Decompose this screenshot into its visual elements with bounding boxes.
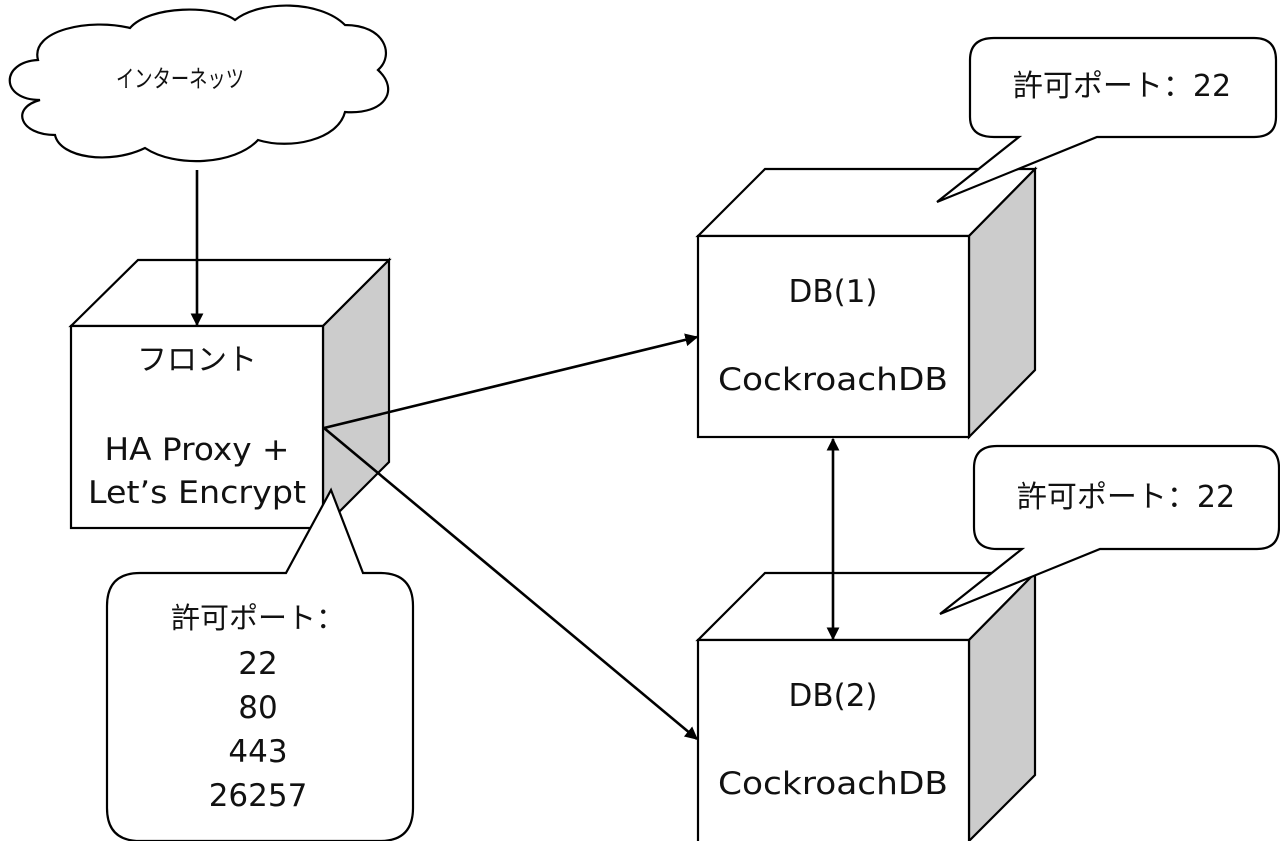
front-port-3: 26257 [209,778,308,814]
front-line2: Let’s Encrypt [88,475,306,511]
db2-ports-callout: 許可ポート：22 [939,444,1280,616]
db1-cube-face [696,234,971,439]
db2-server: DB(2) CockroachDB [695,570,1038,841]
edge-front-to-db1 [323,333,699,430]
db2-callout-text: 許可ポート：22 [1017,480,1235,515]
cloud-icon [8,4,390,163]
db1-title: DB(1) [788,274,877,310]
db2-cube-face [696,638,971,841]
db1-subtitle: CockroachDB [718,362,948,398]
db1-callout-text: 許可ポート：22 [1013,69,1231,104]
db1-ports-callout: 許可ポート：22 [936,36,1278,204]
edge-front-to-db2 [323,427,698,740]
db2-callout-bubble [939,444,1280,616]
db1-callout-bubble [936,36,1278,204]
front-callout-heading: 許可ポート： [171,601,345,635]
front-port-2: 443 [228,734,287,770]
db2-subtitle: CockroachDB [718,766,948,802]
cloud-label: インターネッツ [116,65,244,93]
front-line1: HA Proxy + [105,432,290,468]
front-port-1: 80 [238,690,277,726]
front-ports-callout: 許可ポート： 22 80 443 26257 [105,487,415,841]
internet-cloud: インターネッツ [8,4,390,163]
db1-server: DB(1) CockroachDB [695,166,1038,440]
front-title: フロント [137,343,257,378]
front-cube-face [69,324,325,530]
front-port-0: 22 [238,646,277,682]
db2-title: DB(2) [788,678,877,714]
front-server: フロント HA Proxy + Let’s Encrypt [68,257,392,531]
